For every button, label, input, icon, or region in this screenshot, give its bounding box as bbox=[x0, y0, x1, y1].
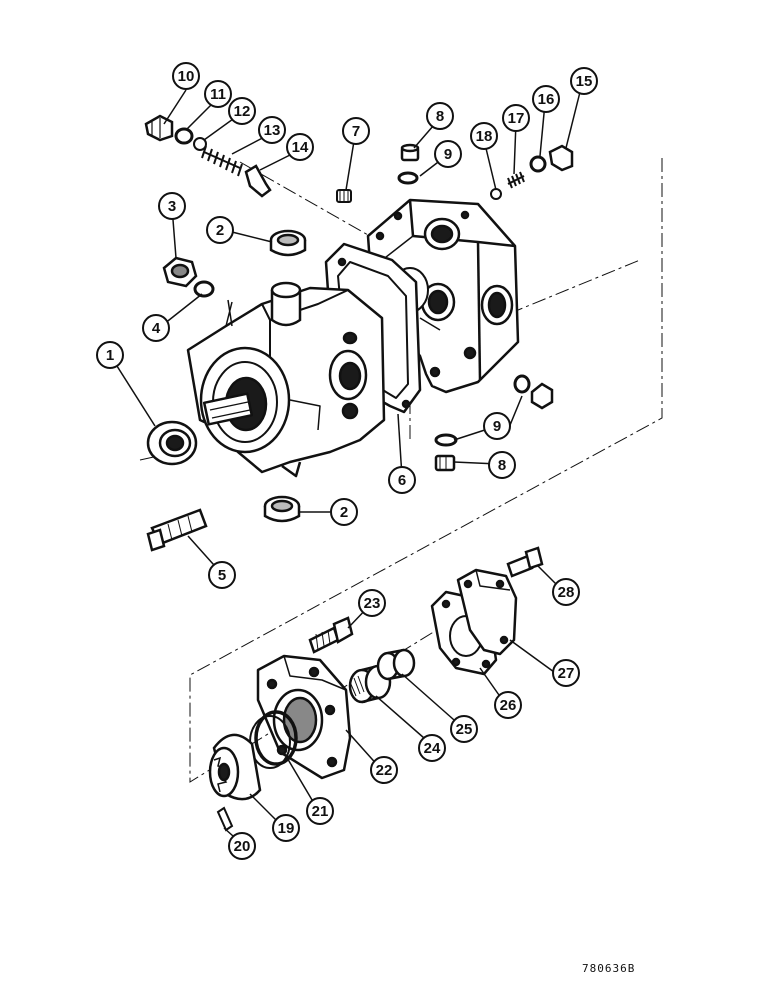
callout-number: 5 bbox=[218, 567, 226, 584]
callout-9-lower: 9 bbox=[483, 412, 511, 440]
callout-1: 1 bbox=[96, 341, 124, 369]
callout-number: 17 bbox=[508, 110, 525, 127]
callout-number: 20 bbox=[234, 838, 251, 855]
callout-13: 13 bbox=[258, 116, 286, 144]
callout-number: 3 bbox=[168, 198, 176, 215]
callout-number: 8 bbox=[436, 108, 444, 125]
callout-number: 13 bbox=[264, 122, 281, 139]
spring-part-17 bbox=[507, 171, 525, 189]
callout-6: 6 bbox=[388, 466, 416, 494]
plug-part-10 bbox=[144, 114, 174, 142]
callout-number: 12 bbox=[234, 103, 251, 120]
callout-2-lower: 2 bbox=[330, 498, 358, 526]
ring-part-12 bbox=[193, 137, 207, 151]
callout-number: 19 bbox=[278, 820, 295, 837]
callout-8-upper: 8 bbox=[426, 102, 454, 130]
callout-number: 10 bbox=[178, 68, 195, 85]
seal-part-2-lower bbox=[263, 495, 301, 523]
callout-17: 17 bbox=[502, 104, 530, 132]
callout-number: 26 bbox=[500, 697, 517, 714]
callout-number: 2 bbox=[216, 222, 224, 239]
o-ring-part-4 bbox=[193, 280, 215, 298]
gear-housing-part-22 bbox=[256, 654, 352, 780]
callout-2-upper: 2 bbox=[206, 216, 234, 244]
bushing-part-25 bbox=[376, 648, 416, 681]
callout-number: 22 bbox=[376, 762, 393, 779]
poppet-part-14 bbox=[244, 164, 272, 198]
plug-part-8-lower bbox=[434, 454, 456, 472]
o-ring-part-16 bbox=[529, 155, 547, 173]
callout-number: 21 bbox=[312, 803, 329, 820]
callout-21: 21 bbox=[306, 797, 334, 825]
bolt-part-23 bbox=[308, 616, 354, 654]
callout-7: 7 bbox=[342, 117, 370, 145]
callout-3: 3 bbox=[158, 192, 186, 220]
callout-number: 24 bbox=[424, 740, 441, 757]
callout-number: 15 bbox=[576, 73, 593, 90]
pump-housing bbox=[186, 286, 386, 478]
callout-20: 20 bbox=[228, 832, 256, 860]
o-ring-part-11 bbox=[174, 127, 194, 145]
callout-number: 18 bbox=[476, 128, 493, 145]
callout-number: 11 bbox=[210, 86, 226, 103]
callout-number: 9 bbox=[493, 418, 501, 435]
bolt-part-5 bbox=[146, 508, 208, 552]
callout-number: 2 bbox=[340, 504, 348, 521]
callout-number: 25 bbox=[456, 721, 473, 738]
callout-8-lower: 8 bbox=[488, 451, 516, 479]
callout-14: 14 bbox=[286, 133, 314, 161]
spring-part-13 bbox=[201, 145, 243, 177]
callout-number: 27 bbox=[558, 665, 575, 682]
callout-23: 23 bbox=[358, 589, 386, 617]
callout-number: 28 bbox=[558, 584, 575, 601]
plug-part-3 bbox=[162, 256, 198, 288]
callout-24: 24 bbox=[418, 734, 446, 762]
key-part-20 bbox=[216, 806, 234, 832]
callout-28: 28 bbox=[552, 578, 580, 606]
plug-part-8-right bbox=[530, 382, 554, 410]
callout-number: 23 bbox=[364, 595, 381, 612]
callout-11: 11 bbox=[204, 80, 232, 108]
plug-part-7 bbox=[336, 189, 352, 203]
cover-plate-part-27 bbox=[456, 568, 518, 656]
callout-19: 19 bbox=[272, 814, 300, 842]
callout-26: 26 bbox=[494, 691, 522, 719]
callout-10: 10 bbox=[172, 62, 200, 90]
callout-number: 1 bbox=[106, 347, 114, 364]
pump-top-shaft bbox=[270, 281, 302, 327]
figure-reference-code: 780636B bbox=[582, 962, 636, 975]
callout-18: 18 bbox=[470, 122, 498, 150]
o-ring-part-9-right bbox=[513, 374, 531, 394]
shaft-seal-part-1 bbox=[146, 420, 198, 466]
callout-4: 4 bbox=[142, 314, 170, 342]
o-ring-part-9-lower bbox=[434, 433, 458, 447]
gear-part-19 bbox=[208, 733, 262, 801]
callout-9-upper: 9 bbox=[434, 140, 462, 168]
callout-12: 12 bbox=[228, 97, 256, 125]
bushing-part-24 bbox=[348, 664, 392, 704]
seal-part-2-upper bbox=[269, 229, 307, 257]
bolt-part-28 bbox=[506, 546, 544, 578]
callout-27: 27 bbox=[552, 659, 580, 687]
callout-15: 15 bbox=[570, 67, 598, 95]
callout-number: 6 bbox=[398, 472, 406, 489]
callout-number: 7 bbox=[352, 123, 360, 140]
callout-bubbles: 1 2 2 3 4 5 6 7 8 8 9 9 10 11 12 13 14 1… bbox=[96, 62, 598, 860]
plug-part-8-upper bbox=[400, 143, 420, 162]
ball-part-18 bbox=[490, 188, 502, 200]
callout-16: 16 bbox=[532, 85, 560, 113]
callout-5: 5 bbox=[208, 561, 236, 589]
plug-part-15 bbox=[548, 144, 574, 172]
callout-number: 9 bbox=[444, 146, 452, 163]
callout-22: 22 bbox=[370, 756, 398, 784]
callout-number: 4 bbox=[152, 320, 161, 337]
o-ring-part-9-upper bbox=[397, 171, 419, 185]
callout-number: 8 bbox=[498, 457, 506, 474]
callout-number: 16 bbox=[538, 91, 555, 108]
callout-number: 14 bbox=[292, 139, 309, 156]
callout-25: 25 bbox=[450, 715, 478, 743]
